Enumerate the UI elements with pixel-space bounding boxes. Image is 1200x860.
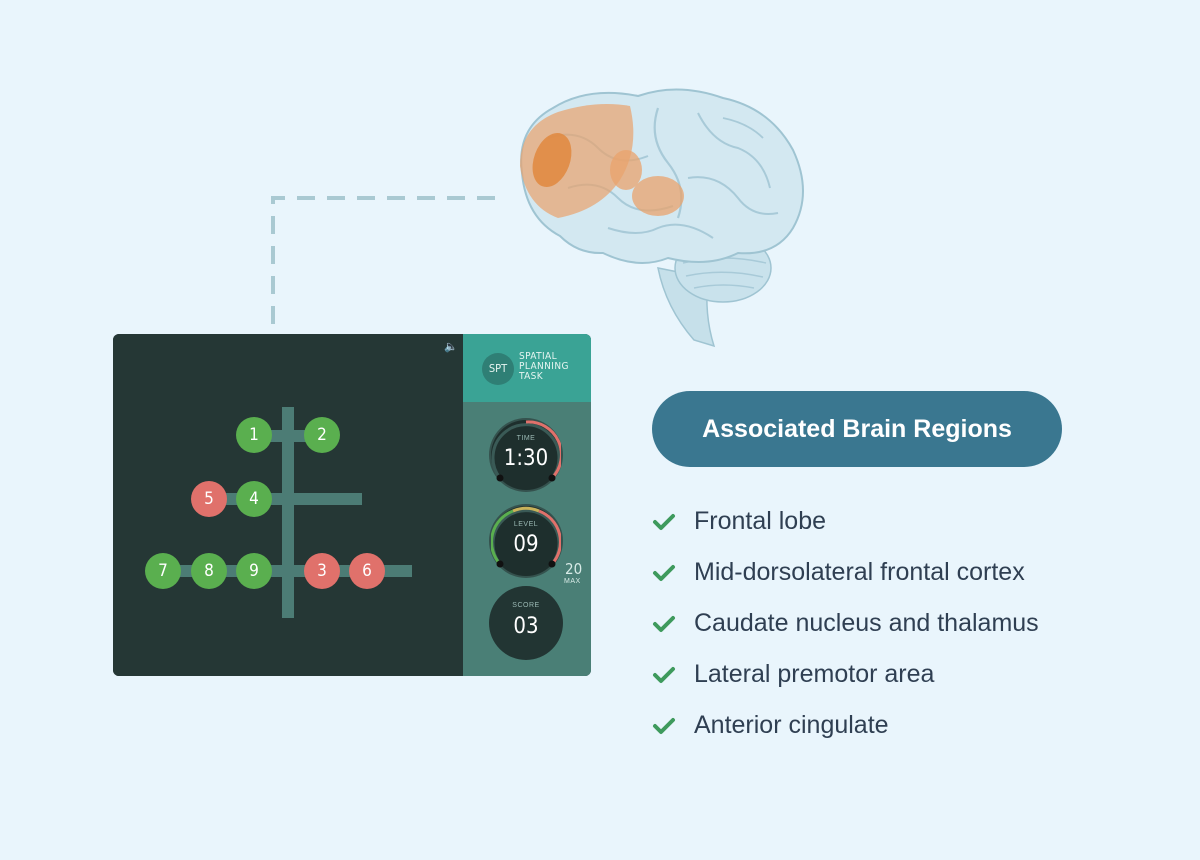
brain-regions-heading: Associated Brain Regions — [652, 391, 1062, 467]
score-dial: SCORE 03 — [489, 586, 563, 660]
ball-2[interactable]: 2 — [304, 417, 340, 453]
ball-number: 6 — [362, 561, 372, 581]
ball-1[interactable]: 1 — [236, 417, 272, 453]
checkmark-icon — [653, 564, 675, 581]
spt-logo: SPT — [482, 353, 514, 385]
time-dial: TIME 1:30 — [491, 420, 561, 490]
checkmark-icon — [653, 666, 675, 683]
brain-illustration — [520, 88, 804, 348]
checkmark-icon — [653, 615, 675, 632]
ball-number: 7 — [158, 561, 168, 581]
ball-8[interactable]: 8 — [191, 553, 227, 589]
level-max-value: 20 — [565, 560, 583, 578]
game-sidebar: SPT SPATIAL PLANNING TASK TIME 1:30 — [463, 334, 591, 676]
list-item: Anterior cingulate — [652, 700, 1039, 751]
title-line: TASK — [519, 371, 544, 382]
speaker-icon[interactable]: 🔈 — [444, 340, 458, 353]
ball-number: 4 — [249, 489, 259, 509]
ball-number: 9 — [249, 561, 259, 581]
ball-number: 2 — [317, 425, 327, 445]
checkmark-icon — [653, 513, 675, 530]
ball-3[interactable]: 3 — [304, 553, 340, 589]
ball-9[interactable]: 9 — [236, 553, 272, 589]
level-label: LEVEL — [513, 521, 539, 528]
level-value: 09 — [513, 532, 539, 557]
checkmark-icon — [653, 717, 675, 734]
region-label: Lateral premotor area — [694, 660, 935, 688]
ball-4[interactable]: 4 — [236, 481, 272, 517]
spatial-planning-game: 🔈 1 2 5 4 7 8 9 3 6 SPT SPATIAL PLANNING… — [113, 334, 591, 676]
ball-5[interactable]: 5 — [191, 481, 227, 517]
brain-regions-list: Frontal lobe Mid-dorsolateral frontal co… — [652, 496, 1039, 751]
title-line: SPATIAL — [519, 351, 557, 362]
ball-number: 8 — [204, 561, 214, 581]
level-dial-ring — [491, 506, 561, 568]
ball-6[interactable]: 6 — [349, 553, 385, 589]
title-line: PLANNING — [519, 361, 569, 372]
region-label: Caudate nucleus and thalamus — [694, 609, 1039, 637]
game-board: 🔈 1 2 5 4 7 8 9 3 6 — [113, 334, 463, 676]
region-label: Anterior cingulate — [694, 711, 889, 739]
ball-number: 3 — [317, 561, 327, 581]
list-item: Mid-dorsolateral frontal cortex — [652, 547, 1039, 598]
game-title: SPATIAL PLANNING TASK — [519, 352, 589, 382]
list-item: Frontal lobe — [652, 496, 1039, 547]
ball-number: 5 — [204, 489, 214, 509]
level-max-label: MAX — [564, 578, 581, 585]
level-dial: LEVEL 09 — [491, 506, 561, 576]
time-dial-ring — [491, 420, 561, 482]
time-label: TIME — [516, 435, 536, 442]
region-label: Frontal lobe — [694, 507, 827, 535]
region-label: Mid-dorsolateral frontal cortex — [694, 558, 1025, 586]
score-value: 03 — [513, 614, 539, 639]
time-value: 1:30 — [503, 446, 549, 471]
list-item: Lateral premotor area — [652, 649, 1039, 700]
ball-7[interactable]: 7 — [145, 553, 181, 589]
game-header: SPT SPATIAL PLANNING TASK — [463, 334, 591, 402]
list-item: Caudate nucleus and thalamus — [652, 598, 1039, 649]
score-label: SCORE — [512, 602, 540, 609]
ball-number: 1 — [249, 425, 259, 445]
